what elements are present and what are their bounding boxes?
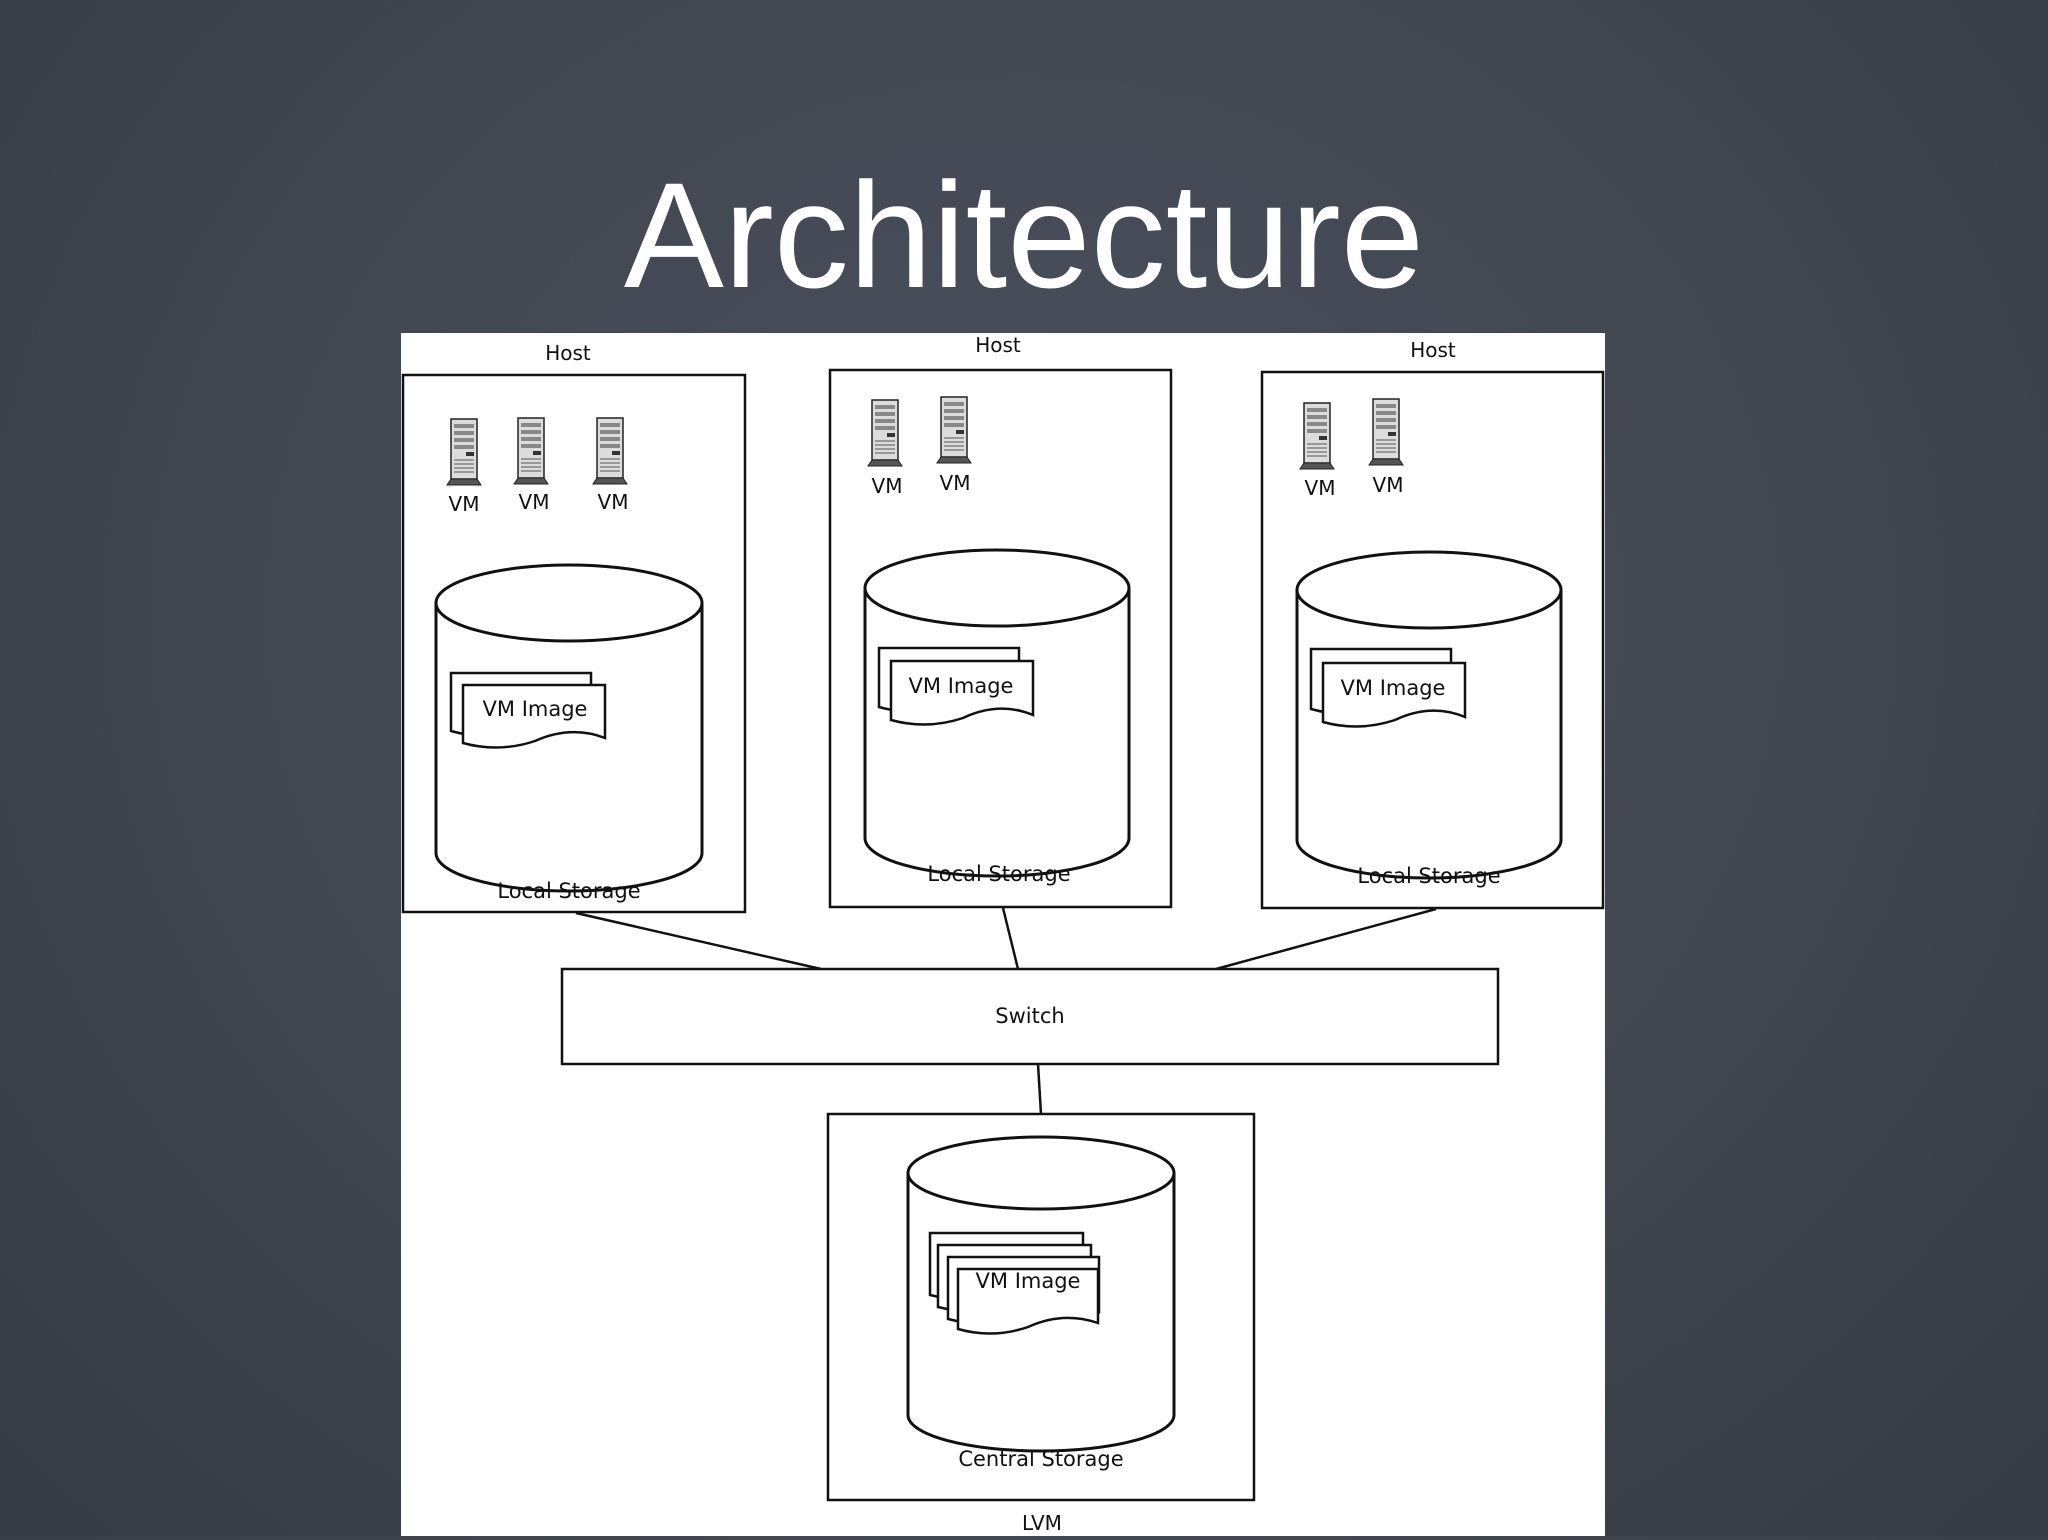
vm-server-icon	[936, 396, 972, 464]
switch-label: Switch	[995, 1004, 1064, 1028]
host-label: Host	[1410, 338, 1456, 362]
switch-box: Switch	[560, 967, 1500, 1066]
vm-server-icon	[1368, 398, 1404, 466]
vm-label: VM	[519, 490, 550, 514]
slide-title: Architecture	[623, 151, 1425, 319]
vm-image-label: VM Image	[909, 674, 1014, 698]
vm-server-icon	[446, 418, 482, 486]
vm-server-icon	[1299, 402, 1335, 470]
vm-image-document: VM Image	[877, 646, 1035, 726]
link-host2-switch	[1001, 907, 1020, 970]
vm-image-label: VM Image	[1341, 676, 1446, 700]
vm-label: VM	[449, 492, 480, 516]
vm-label: VM	[940, 471, 971, 495]
vm-label: VM	[598, 490, 629, 514]
vm-label: VM	[1373, 473, 1404, 497]
architecture-diagram: Host VM VM VM VM Image Local Storage Hos…	[401, 333, 1605, 1536]
vm-image-document: VM Image	[1309, 647, 1467, 728]
host-box-3: Host VM VM VM Image Local Storage	[1260, 338, 1605, 910]
connector-lines	[575, 907, 1437, 1115]
vm-image-document: VM Image	[449, 671, 607, 749]
vm-image-stack: VM Image	[928, 1231, 1101, 1335]
vm-label: VM	[1305, 476, 1336, 500]
vm-server-icon	[513, 417, 549, 485]
vm-label: VM	[872, 474, 903, 498]
central-storage-box: VM Image Central Storage	[826, 1112, 1256, 1502]
vm-image-label: VM Image	[976, 1269, 1081, 1293]
vm-image-label: VM Image	[483, 697, 588, 721]
host-box-1: Host VM VM VM VM Image Local Storage	[401, 341, 747, 914]
local-storage-label: Local Storage	[927, 862, 1070, 886]
host-label: Host	[545, 341, 591, 365]
link-host1-switch	[575, 911, 822, 971]
host-box-2: Host VM VM VM Image Local Storage	[828, 333, 1173, 909]
host-label: Host	[975, 333, 1021, 357]
central-storage-label: Central Storage	[958, 1447, 1123, 1471]
link-switch-central	[1036, 1063, 1043, 1115]
vm-server-icon	[592, 417, 628, 485]
link-host3-switch	[1215, 907, 1437, 971]
vm-server-icon	[867, 399, 903, 467]
local-storage-label: Local Storage	[1357, 864, 1500, 888]
local-storage-label: Local Storage	[497, 879, 640, 903]
lvm-label: LVM	[1022, 1511, 1062, 1535]
